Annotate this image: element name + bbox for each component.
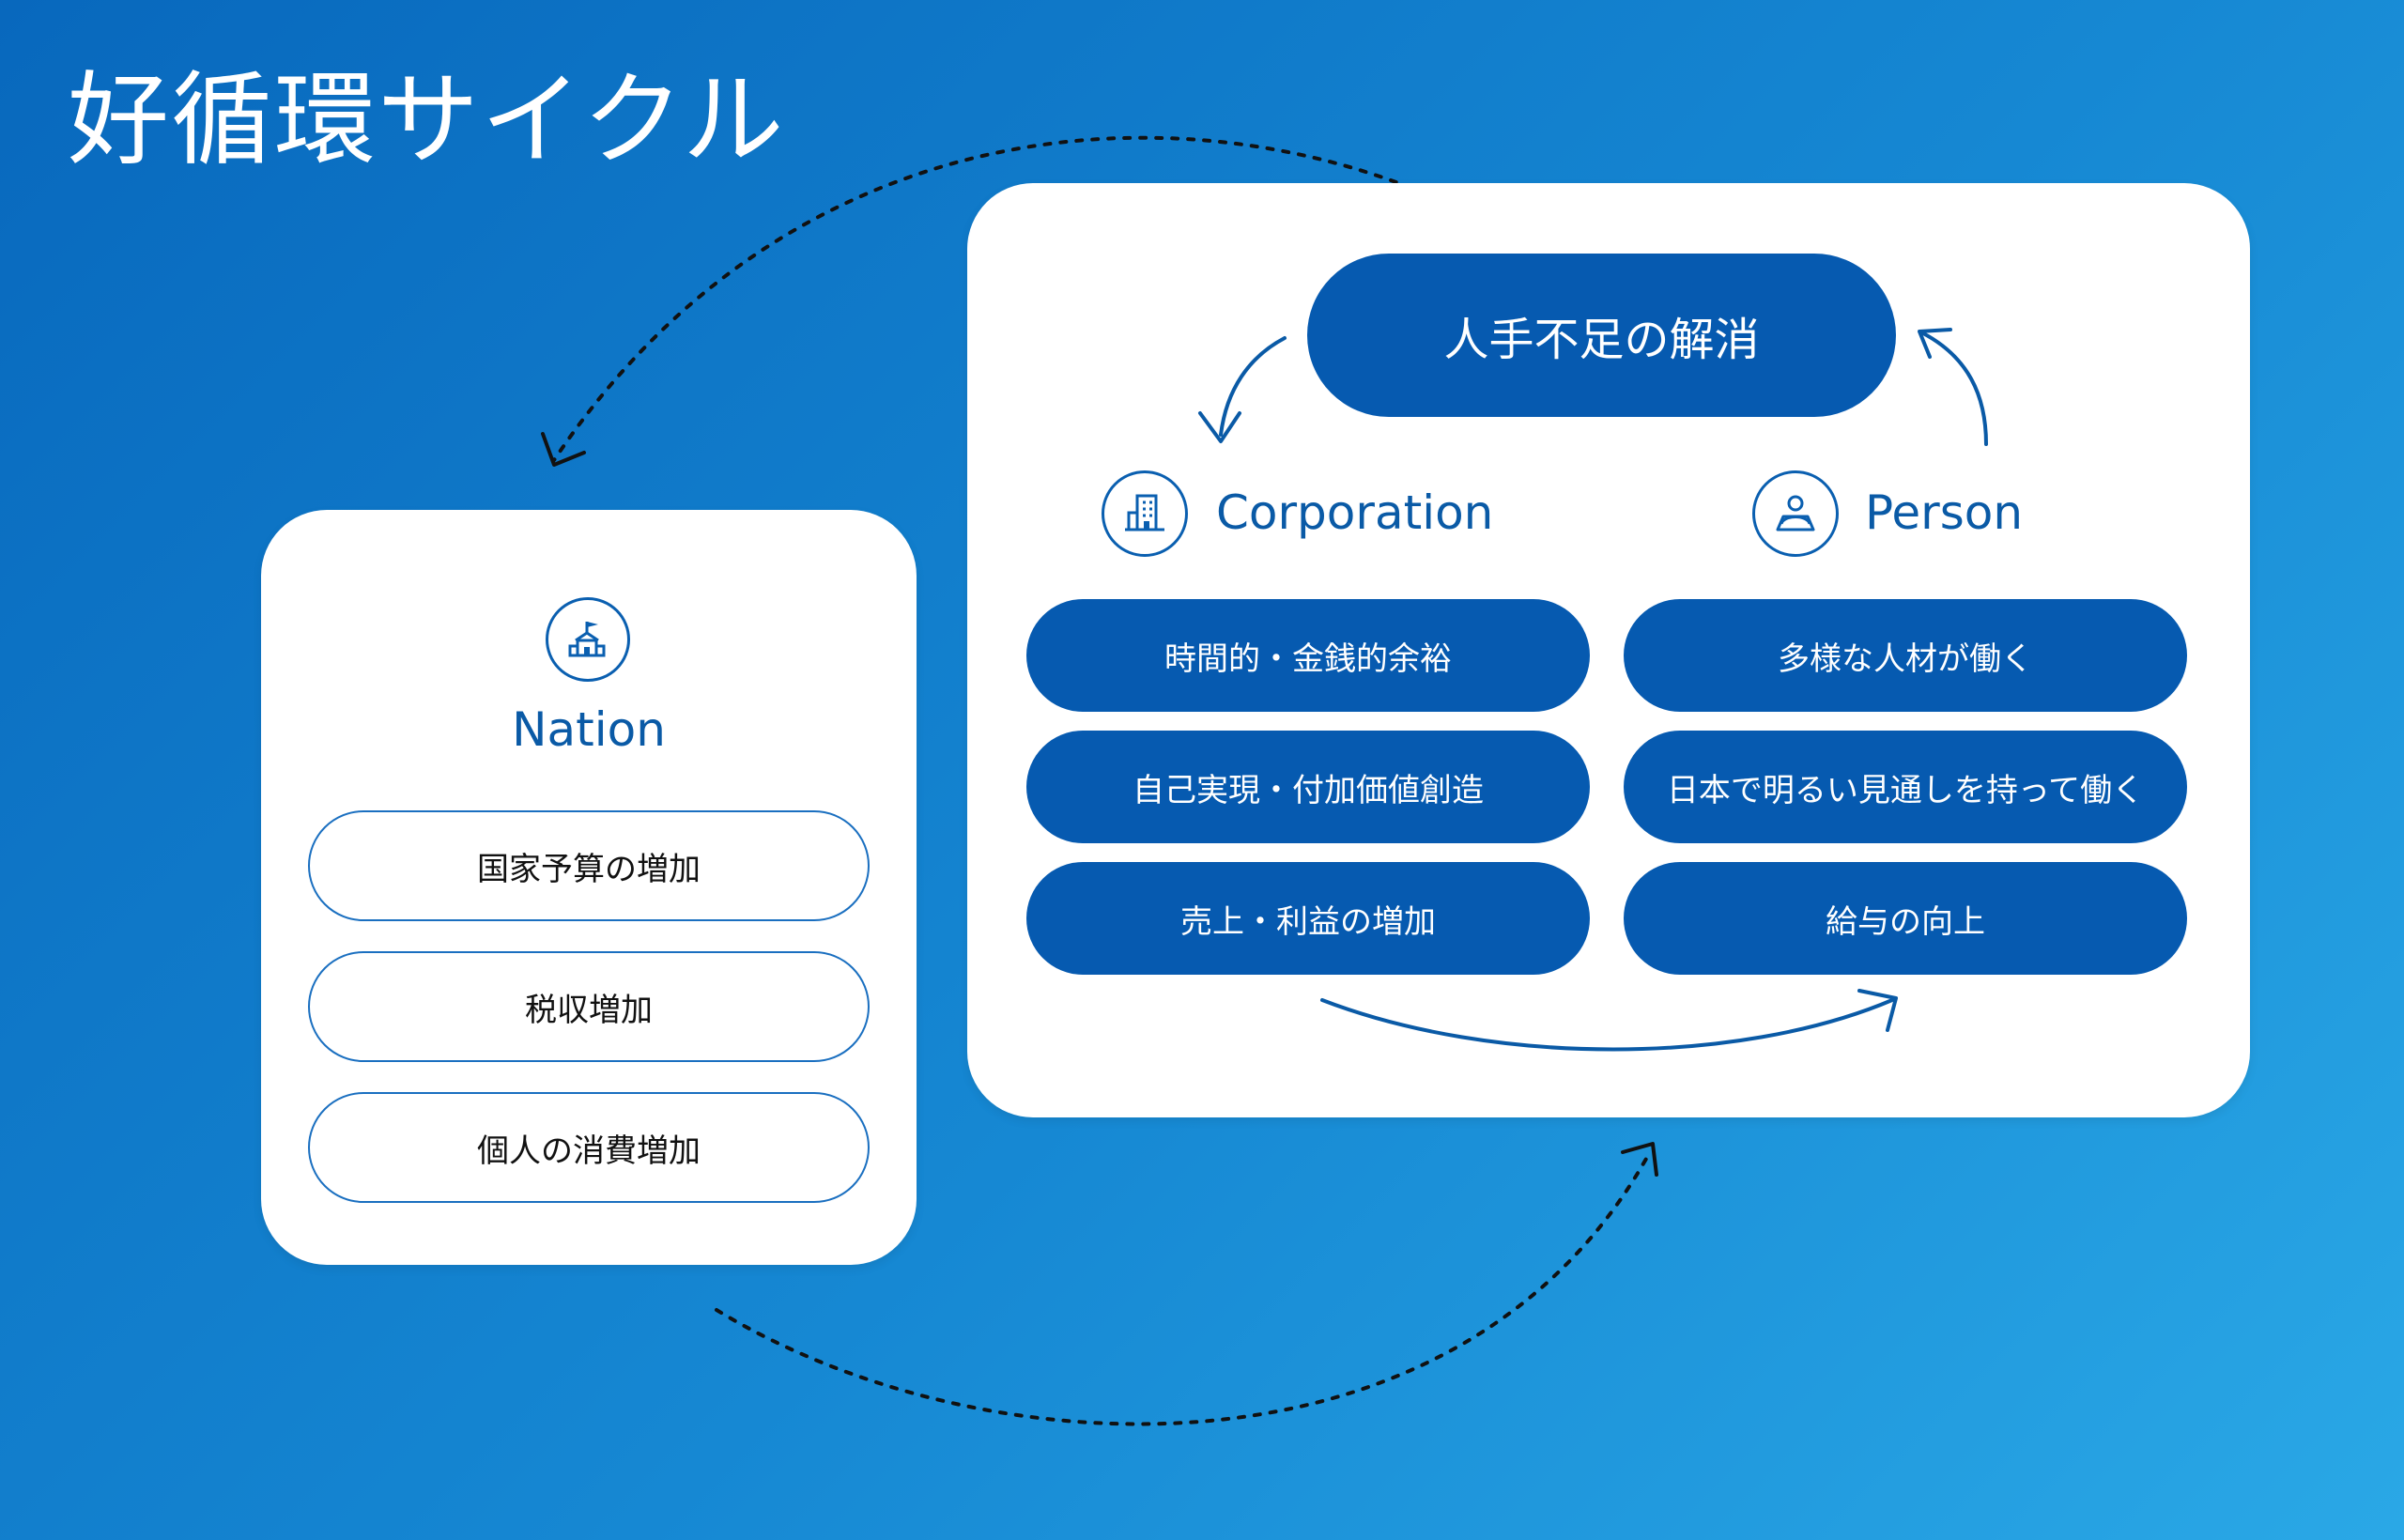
arrow-person-to-center bbox=[1921, 331, 1988, 446]
dotted-arrowhead-bottom bbox=[1621, 1142, 1658, 1177]
nation-item: 税収増加 bbox=[308, 951, 870, 1062]
nation-item: 国家予算の増加 bbox=[308, 810, 870, 921]
corporation-item: 時間的・金銭的余裕 bbox=[1026, 599, 1590, 712]
inner-arrows bbox=[1198, 328, 1988, 1052]
nation-label: Nation bbox=[512, 702, 666, 757]
arrow-center-to-corporation bbox=[1219, 336, 1287, 437]
person-item: 多様な人材が働く bbox=[1624, 599, 2187, 712]
school-flag-icon bbox=[546, 597, 630, 682]
person-item: 給与の向上 bbox=[1624, 862, 2187, 975]
dotted-arrow-bottom bbox=[715, 1148, 1653, 1426]
person-label: Person bbox=[1865, 485, 2024, 540]
corporation-label: Corporation bbox=[1216, 485, 1494, 540]
corporation-item: 売上・利益の増加 bbox=[1026, 862, 1590, 975]
dotted-arrowhead-top bbox=[541, 432, 586, 467]
arrow-corporation-to-person bbox=[1320, 998, 1894, 1052]
center-node: 人手不足の解消 bbox=[1307, 254, 1896, 417]
corporation-item: 自己実現・付加価値創造 bbox=[1026, 731, 1590, 843]
nation-panel: Nation 国家予算の増加 税収増加 個人の消費増加 bbox=[261, 510, 917, 1265]
person-item: 日本で明るい見通しを持って働く bbox=[1624, 731, 2187, 843]
dotted-arrow-top bbox=[552, 135, 1500, 462]
building-icon bbox=[1102, 470, 1188, 557]
person-icon bbox=[1752, 470, 1839, 557]
page-title: 好循環サイクル bbox=[68, 62, 786, 179]
nation-item: 個人の消費増加 bbox=[308, 1092, 870, 1203]
cycle-panel: 人手不足の解消 Corporation Person 時間的・金銭的余裕 自己実… bbox=[967, 183, 2250, 1117]
